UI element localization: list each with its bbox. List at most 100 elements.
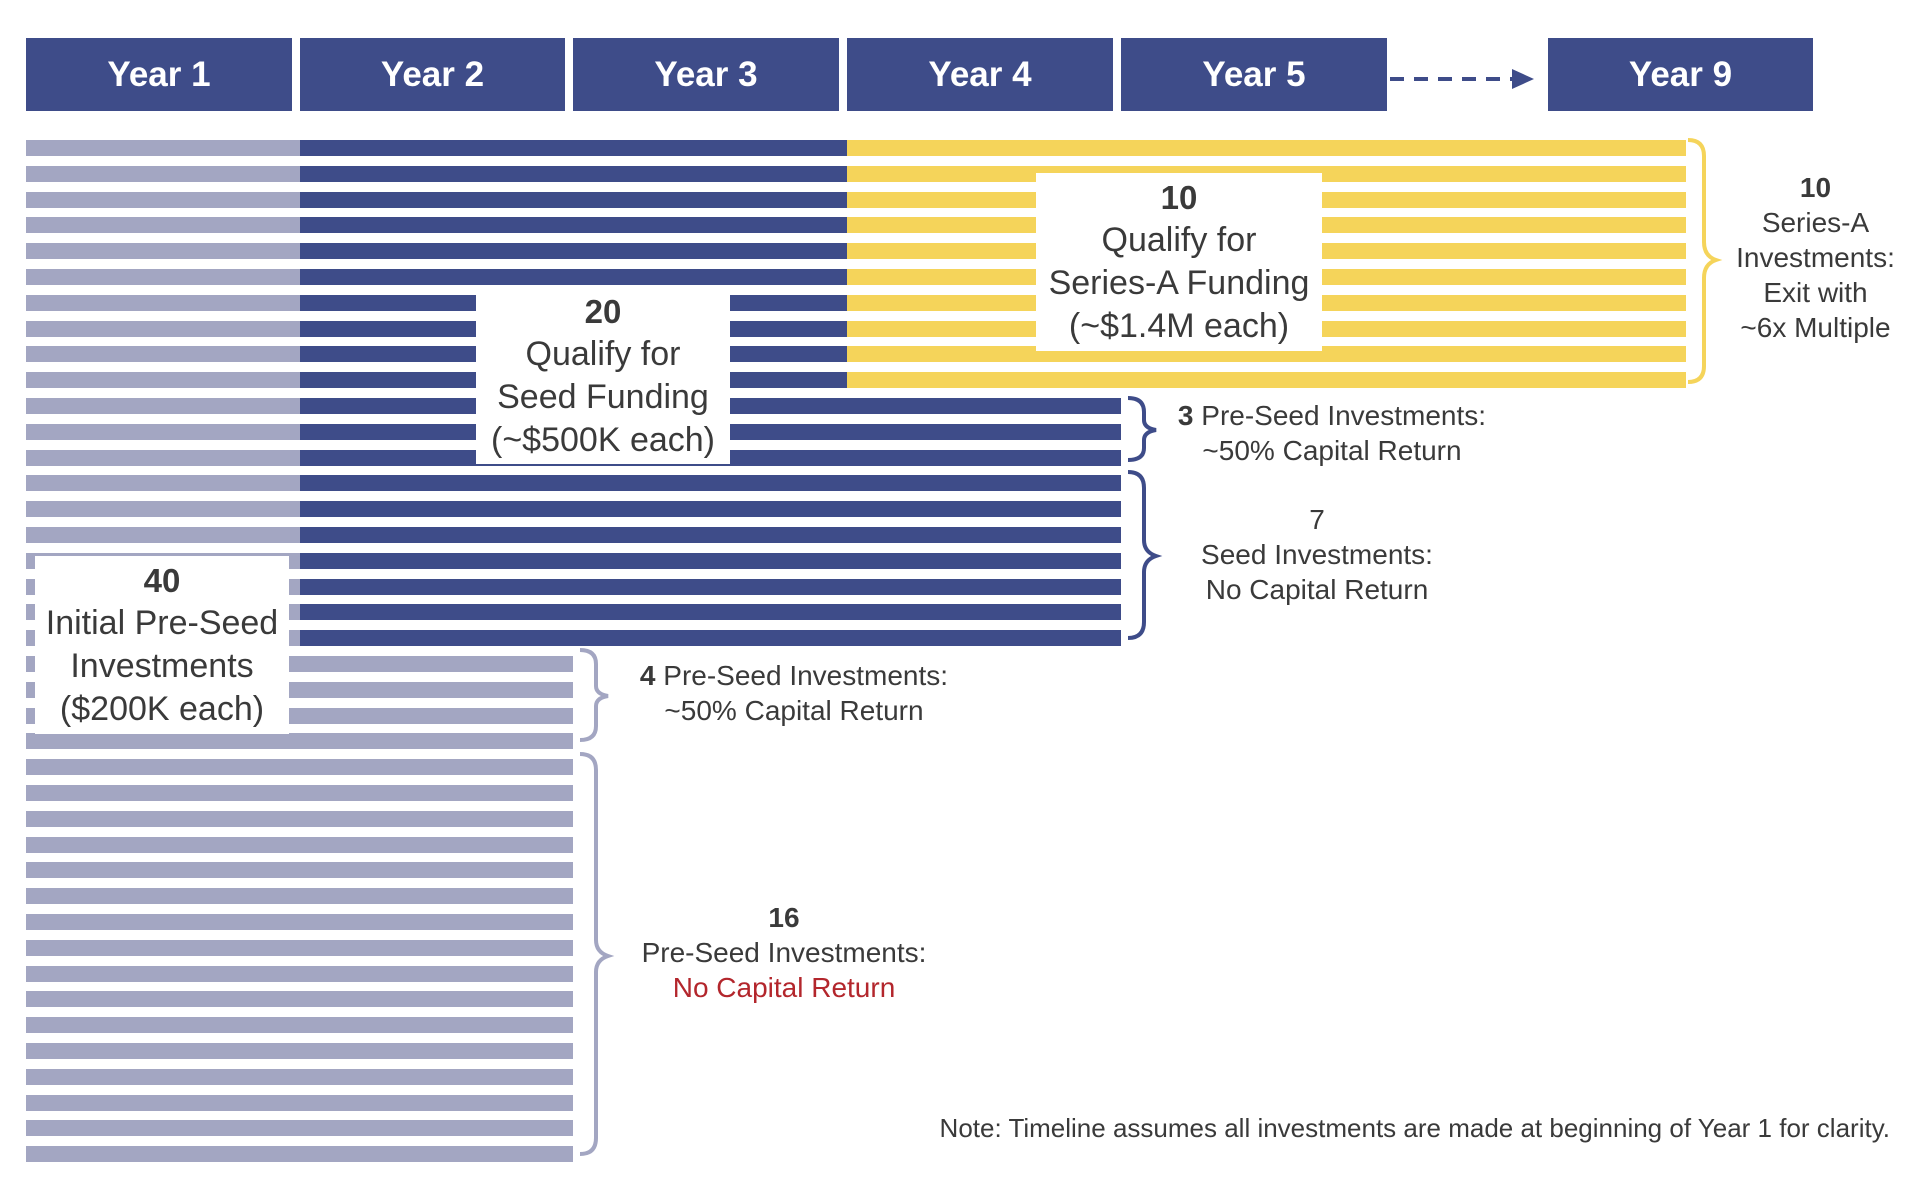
annotation-pre-none-number: 16 [768, 902, 800, 933]
investment-bar-segment [300, 501, 1121, 517]
year-header-4: Year 4 [847, 38, 1113, 111]
label-seed: 20 Qualify for Seed Funding (~$500K each… [476, 288, 730, 464]
investment-bar-segment [26, 527, 300, 543]
investment-bar-segment [300, 579, 1121, 595]
investment-bar-segment [26, 1095, 573, 1111]
investment-bar-segment [847, 372, 1686, 388]
year-header-2: Year 2 [300, 38, 565, 111]
annotation-series-a-line3: Exit with [1763, 277, 1868, 308]
year-header-5: Year 5 [1121, 38, 1387, 111]
investment-bar-segment [26, 1069, 573, 1085]
label-series-a-line2: Series-A Funding [1048, 264, 1310, 302]
annotation-pre-none: 16 Pre-Seed Investments: No Capital Retu… [624, 900, 944, 1005]
bracket-seed-partial [1127, 396, 1157, 462]
investment-bar-segment [26, 424, 300, 440]
investment-bar-segment [26, 217, 300, 233]
label-pre-seed-number: 40 [143, 562, 181, 599]
label-series-a-number: 10 [1160, 179, 1198, 216]
investment-bar-segment [26, 192, 300, 208]
annotation-pre-partial: 4 Pre-Seed Investments: ~50% Capital Ret… [624, 658, 964, 728]
investment-bar-segment [26, 1146, 573, 1162]
annotation-series-a-number: 10 [1799, 172, 1832, 203]
investment-bar-segment [26, 966, 573, 982]
investment-bar-segment [300, 217, 847, 233]
investment-bar-segment [26, 295, 300, 311]
investment-bar-segment [26, 243, 300, 259]
bracket-series-a [1687, 138, 1723, 384]
annotation-seed-partial-line1: Pre-Seed Investments: [1201, 400, 1487, 431]
annotation-seed-none-number: 7 [1309, 504, 1325, 535]
year-header-3: Year 3 [573, 38, 839, 111]
investment-bar-segment [26, 475, 300, 491]
annotation-seed-none-line1: Seed Investments: [1201, 539, 1433, 570]
investment-bar-segment [26, 785, 573, 801]
investment-bar-segment [300, 527, 1121, 543]
timeline-arrow [1390, 69, 1534, 89]
annotation-pre-partial-line1: Pre-Seed Investments: [663, 660, 949, 691]
bracket-pre-partial [579, 648, 609, 742]
annotation-pre-none-line1: Pre-Seed Investments: [641, 937, 927, 968]
label-series-a-line3: (~$1.4M each) [1068, 307, 1290, 345]
annotation-pre-none-line2: No Capital Return [672, 972, 896, 1003]
investment-bar-segment [26, 759, 573, 775]
label-series-a: 10 Qualify for Series-A Funding (~$1.4M … [1036, 173, 1322, 351]
investment-bar-segment [300, 166, 847, 182]
investment-bar-segment [26, 501, 300, 517]
investment-bar-segment [26, 1043, 573, 1059]
investment-bar-segment [300, 630, 1121, 646]
label-seed-line1: Qualify for [525, 335, 681, 373]
investment-bar-segment [300, 553, 1121, 569]
annotation-series-a: 10 Series-A Investments: Exit with ~6x M… [1718, 170, 1913, 345]
annotation-pre-partial-number: 4 [639, 660, 656, 691]
investment-bar-segment [300, 140, 847, 156]
investment-bar-segment [26, 166, 300, 182]
annotation-seed-partial-line2: ~50% Capital Return [1202, 435, 1462, 466]
investment-bar-segment [26, 269, 300, 285]
annotation-series-a-line1: Series-A [1761, 207, 1870, 238]
label-pre-seed-line2: Investments [70, 647, 254, 685]
investment-bar-segment [26, 321, 300, 337]
annotation-series-a-line2: Investments: [1736, 242, 1895, 273]
investment-bar-segment [26, 888, 573, 904]
investment-bar-segment [26, 398, 300, 414]
bracket-seed-none [1127, 470, 1163, 640]
annotation-seed-none: 7 Seed Investments: No Capital Return [1172, 502, 1462, 607]
investment-bar-segment [26, 837, 573, 853]
year-header-9: Year 9 [1548, 38, 1813, 111]
investment-bar-segment [26, 140, 300, 156]
investment-bar-segment [26, 450, 300, 466]
investment-bar-segment [26, 811, 573, 827]
investment-bar-segment [847, 140, 1686, 156]
label-series-a-line1: Qualify for [1101, 221, 1257, 259]
bracket-pre-none [579, 752, 615, 1156]
investment-bar-segment [26, 1017, 573, 1033]
investment-bar-segment [26, 862, 573, 878]
investment-bar-segment [26, 991, 573, 1007]
label-pre-seed-line3: ($200K each) [59, 690, 265, 728]
annotation-pre-partial-line2: ~50% Capital Return [664, 695, 924, 726]
investment-bar-segment [300, 475, 1121, 491]
annotation-seed-none-line2: No Capital Return [1205, 574, 1429, 605]
investment-bar-segment [26, 940, 573, 956]
label-seed-line2: Seed Funding [497, 378, 709, 416]
year-header-1: Year 1 [26, 38, 292, 111]
investment-bar-segment [300, 269, 847, 285]
investment-bar-segment [300, 243, 847, 259]
label-pre-seed-line1: Initial Pre-Seed [45, 604, 279, 642]
investment-bar-segment [300, 192, 847, 208]
investment-bar-segment [26, 733, 573, 749]
label-seed-line3: (~$500K each) [491, 421, 715, 459]
investment-bar-segment [26, 1120, 573, 1136]
label-pre-seed: 40 Initial Pre-Seed Investments ($200K e… [35, 556, 289, 734]
investment-bar-segment [300, 604, 1121, 620]
investment-bar-segment [26, 372, 300, 388]
footnote: Note: Timeline assumes all investments a… [939, 1113, 1890, 1143]
investment-bar-segment [26, 346, 300, 362]
label-seed-number: 20 [584, 293, 622, 330]
annotation-seed-partial-number: 3 [1177, 400, 1194, 431]
annotation-series-a-line4: ~6x Multiple [1740, 312, 1891, 343]
investment-bar-segment [26, 914, 573, 930]
annotation-seed-partial: 3 Pre-Seed Investments: ~50% Capital Ret… [1172, 398, 1492, 468]
